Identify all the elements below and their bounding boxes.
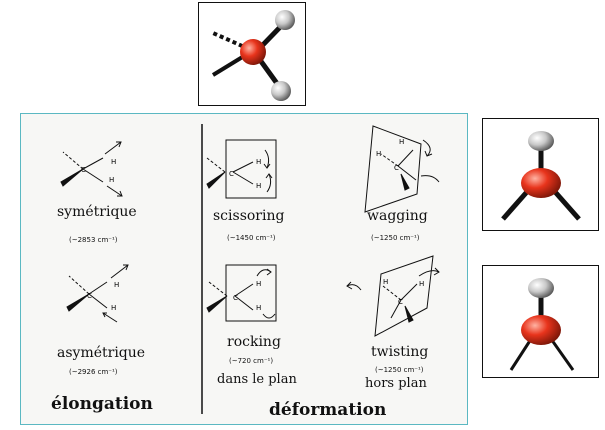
atom-h: H <box>383 278 388 286</box>
atom-h: H <box>256 304 261 312</box>
vibration-diagrams: C H H C H H C H H <box>60 124 440 414</box>
vibration-modes-panel: C H H C H H C H H <box>20 113 468 425</box>
atom-h: H <box>114 281 119 289</box>
twisting-diagram <box>346 255 440 337</box>
group-label-deformation: déformation <box>269 400 387 420</box>
mode-name-wagging: wagging <box>367 208 428 224</box>
atom-c: C <box>394 164 399 172</box>
atom-h: H <box>111 158 116 166</box>
molecule-model-right-1 <box>482 118 599 231</box>
ch2-3d-model-right-1 <box>501 131 581 221</box>
atom-h: H <box>376 150 381 158</box>
atom-h: H <box>109 176 114 184</box>
wavenumber-twisting: (~1250 cm⁻¹) <box>375 366 424 374</box>
wavenumber-rocking: (~720 cm⁻¹) <box>229 357 274 365</box>
atom-h: H <box>111 304 116 312</box>
atom-h: H <box>256 158 261 166</box>
mode-name-symetrique: symétrique <box>57 204 137 220</box>
mode-name-scissoring: scissoring <box>213 208 285 224</box>
atom-h: H <box>419 280 424 288</box>
wavenumber-symetrique: (~2853 cm⁻¹) <box>69 236 118 244</box>
atom-h: H <box>256 182 261 190</box>
asymetrique-diagram <box>66 264 129 323</box>
group-label-elongation: élongation <box>51 394 153 414</box>
in-plane-label: dans le plan <box>217 372 297 387</box>
molecule-model-top <box>198 2 306 106</box>
atom-c: C <box>87 292 92 300</box>
mode-name-rocking: rocking <box>227 334 281 350</box>
wagging-diagram <box>364 125 440 213</box>
atom-h: H <box>399 138 404 146</box>
ch2-3d-model-right-2 <box>509 278 575 371</box>
mode-name-asymetrique: asymétrique <box>57 345 146 361</box>
wavenumber-wagging: (~1250 cm⁻¹) <box>371 234 420 242</box>
wavenumber-asymetrique: (~2926 cm⁻¹) <box>69 368 118 376</box>
atom-c: C <box>398 298 403 306</box>
wavenumber-scissoring: (~1450 cm⁻¹) <box>227 234 276 242</box>
molecule-model-right-2 <box>482 265 599 378</box>
scissoring-diagram <box>206 139 277 199</box>
atom-h: H <box>256 280 261 288</box>
symetrique-diagram <box>60 141 123 197</box>
atom-c: C <box>229 170 234 178</box>
out-of-plane-label: hors plan <box>365 376 427 391</box>
mode-name-twisting: twisting <box>371 344 429 360</box>
rocking-diagram <box>206 264 277 322</box>
atom-c: C <box>81 166 86 174</box>
ch2-3d-model-top <box>211 10 295 101</box>
atom-c: C <box>233 294 238 302</box>
